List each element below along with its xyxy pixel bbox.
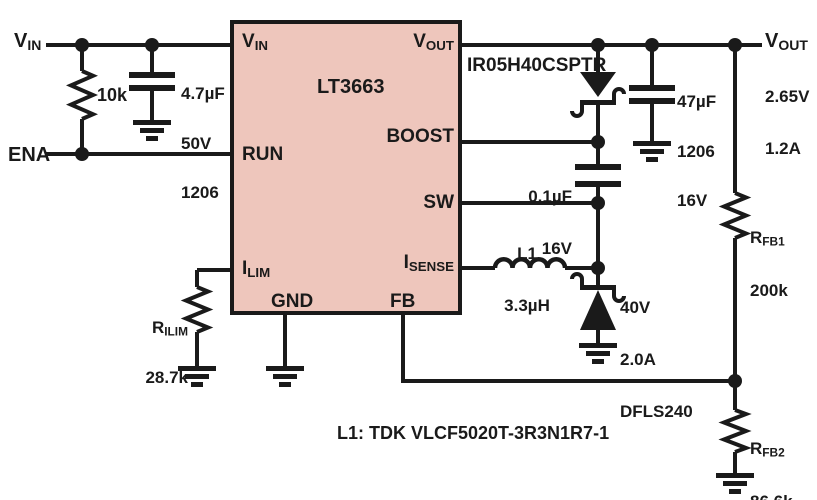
wire-sw [462,201,600,268]
c-in-package: 1206 [181,183,219,202]
diode-catch [570,268,626,364]
ground-symbol [579,343,617,364]
pin-vin: VIN [242,31,268,53]
pin-run: RUN [242,144,284,165]
r-fb1-name: RFB1 [750,228,785,249]
inductor-l1 [492,257,568,269]
vout-voltage: 2.65V [765,87,810,106]
l1-ref: L1 [517,244,537,263]
capacitor-output-label: 47µF 1206 16V [677,61,716,242]
r-fb1-value: 200k [750,281,788,300]
c-out-voltage: 16V [677,191,708,210]
capacitor-output [629,45,675,162]
port-vin-label: VIN [14,30,42,54]
ground-symbol [266,366,304,387]
pin-fb: FB [390,291,416,312]
capacitor-input [129,45,175,141]
wire-fb [401,315,735,383]
diode-boost-part: IR05H40CSPTR [467,55,607,76]
capacitor-boost [575,142,621,203]
port-vout-spec: 2.65V 1.2A [765,55,809,191]
pin-gnd: GND [271,291,314,312]
resistor-ilim-label: RILIM 28.7k [128,287,188,418]
capacitor-boost-label: 0.1µF 16V [500,155,572,291]
ground-symbol [178,366,216,387]
pin-sw: SW [423,192,454,213]
ic-part-number: LT3663 [317,76,385,98]
c-out-package: 1206 [677,141,715,161]
resistor-ilim [178,268,232,387]
ground-symbol [716,473,754,494]
pin-boost: BOOST [386,126,454,147]
wire-gnd-pin [266,315,304,387]
r-fb2-value: 86.6k [750,491,793,500]
r-ilim-value: 28.7k [145,367,188,387]
pin-ilim: ILIM [242,258,271,280]
ground-symbol [133,120,171,141]
r-ilim-name: RILIM [151,318,188,339]
d-catch-current: 2.0A [620,350,656,369]
r-fb2-name: RFB2 [750,439,785,460]
d-catch-part: DFLS240 [620,402,693,421]
resistor-fb1 [718,45,752,410]
pin-isense: ISENSE [403,252,454,274]
capacitor-input-label: 4.7µF 50V 1206 [181,53,225,234]
ground-symbol [633,141,671,162]
port-vout-label: VOUT [765,30,808,54]
ic-lt3663 [230,20,462,315]
inductor-note: L1: TDK VLCF5020T-3R3N1R7-1 [337,423,610,443]
junction-dots [75,38,742,388]
c-out-value: 47µF [677,92,717,111]
diode-catch-label: 40V 2.0A DFLS240 [620,266,693,454]
pin-vout: VOUT [413,31,454,53]
resistor-fb2-label: RFB2 86.6k [750,406,793,500]
d-catch-voltage: 40V [620,298,651,317]
resistor-fb2 [716,408,754,494]
c-in-voltage: 50V [181,133,212,153]
port-ena-label: ENA [8,144,51,166]
l1-value: 3.3µH [504,296,550,315]
resistor-fb1-label: RFB1 200k [750,195,788,333]
c-boost-voltage: 16V [541,239,572,258]
resistor-10k-value: 10k [97,85,128,105]
inductor-l1-label: L1 3.3µH [494,212,560,348]
vout-current: 1.2A [765,139,801,158]
c-boost-value: 0.1µF [528,187,572,206]
resistor-10k [65,45,99,154]
c-in-value: 4.7µF [181,84,225,103]
